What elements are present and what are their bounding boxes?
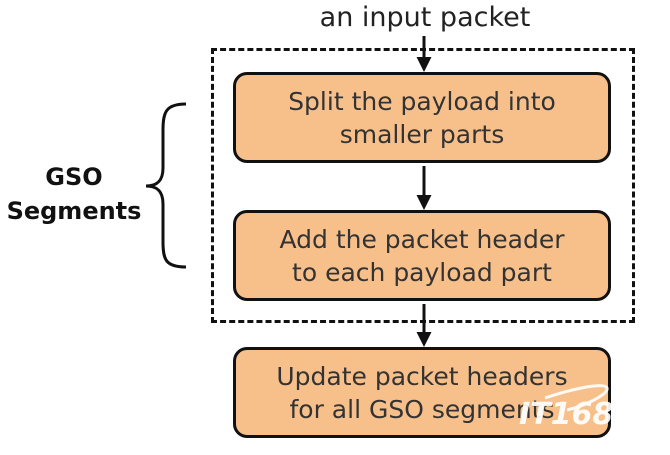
watermark-text: IT168 xyxy=(519,397,613,432)
input-packet-label: an input packet xyxy=(319,2,531,33)
swoosh-icon xyxy=(544,384,609,412)
it168-watermark: IT168 xyxy=(519,384,613,432)
curly-brace xyxy=(145,102,187,269)
update-headers-step: Update packet headers for all GSO segmen… xyxy=(233,347,611,438)
gso-segments-label: GSO Segments xyxy=(6,163,142,225)
split-payload-step: Split the payload into smaller parts xyxy=(233,72,611,163)
add-header-step: Add the packet header to each payload pa… xyxy=(233,210,611,301)
